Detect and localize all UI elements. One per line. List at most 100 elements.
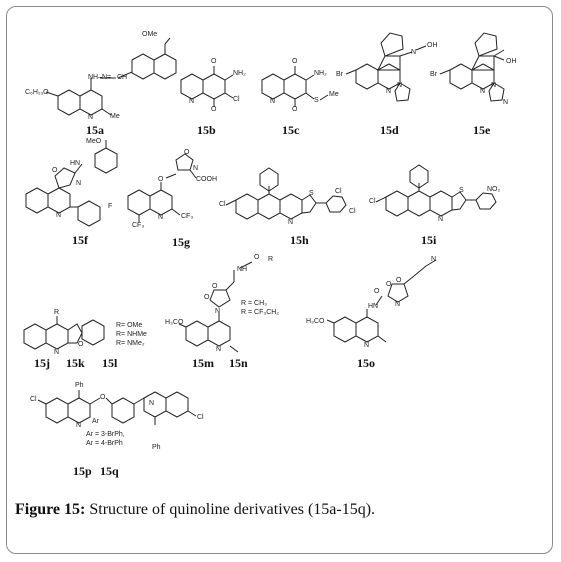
- ring: [235, 193, 259, 220]
- substituent-note-pq: Ar = 3-BrPh, Ar = 4-BrPh: [86, 431, 125, 449]
- atom-label: OH: [427, 42, 438, 49]
- structure-15e: [439, 32, 505, 102]
- ring: [301, 194, 317, 214]
- ring: [279, 193, 303, 220]
- caption-text: Structure of quinoline derivatives (15a-…: [85, 501, 376, 518]
- ring: [111, 397, 135, 424]
- figure-frame: [6, 6, 553, 554]
- atom-label: Cl: [197, 414, 204, 421]
- atom-label: Ar: [92, 418, 99, 425]
- atom-label: N: [56, 212, 62, 219]
- note-line: Ar = 3-BrPh,: [86, 431, 125, 438]
- atom-label: O: [386, 281, 392, 288]
- ring: [131, 53, 155, 80]
- atom-label: O: [211, 106, 217, 113]
- compound-label-15f: 15f: [72, 233, 88, 247]
- atom-label: Cl: [219, 201, 226, 208]
- ring: [283, 73, 307, 100]
- ring: [385, 190, 409, 217]
- atom-label: Br: [336, 71, 343, 78]
- substituent-note-mn: R = CH₃ R = CF₃CH₂: [241, 300, 279, 318]
- atom-label: Cl: [369, 198, 376, 205]
- structure-15i: [375, 164, 497, 217]
- structure-15b: [180, 66, 234, 107]
- atom-label: C₆H₁₃O: [25, 89, 49, 96]
- atom-label: O: [254, 254, 260, 261]
- atom-label: Me: [329, 91, 339, 98]
- atom-label: Ph: [152, 444, 161, 451]
- ring: [474, 32, 498, 57]
- ring: [261, 73, 285, 100]
- substituent-note-jkl: R= OMe R= NHMe R= NMe₂: [116, 322, 147, 348]
- ring: [149, 189, 173, 216]
- ring: [67, 397, 91, 424]
- compound-label-15q: 15q: [100, 464, 119, 478]
- atom-label: NH₂: [233, 70, 246, 77]
- atom-label: S: [459, 187, 464, 194]
- structure-15a: [45, 37, 177, 116]
- ring: [47, 187, 71, 214]
- compound-label-15g: 15g: [172, 235, 190, 249]
- atom-label: OMe: [142, 31, 158, 38]
- atom-label: R: [54, 309, 60, 316]
- atom-label: N: [480, 88, 486, 95]
- ring: [209, 289, 231, 308]
- structure-15mn: [178, 261, 253, 353]
- ring: [207, 320, 231, 347]
- atom-label: NH–N=: [88, 74, 112, 81]
- atom-label: Cl: [349, 208, 356, 215]
- ring: [175, 153, 194, 171]
- atom-label: N: [288, 219, 294, 226]
- figure-caption: Figure 15: Structure of quinoline deriva…: [15, 501, 375, 519]
- atom-label: O: [184, 149, 190, 156]
- ring: [475, 192, 497, 210]
- atom-label: N: [88, 114, 94, 121]
- atom-label: O: [396, 277, 402, 284]
- atom-label: O: [292, 106, 298, 113]
- atom-label: O: [52, 167, 58, 174]
- ring: [165, 391, 189, 418]
- atom-label: COOH: [196, 176, 217, 183]
- atom-label: OH: [506, 58, 517, 65]
- atom-label: Me: [110, 113, 120, 120]
- ring: [333, 316, 357, 343]
- compound-label-15d: 15d: [380, 123, 399, 137]
- atom-label: N: [397, 82, 403, 89]
- atom-label: HN: [368, 303, 379, 310]
- ring: [488, 82, 505, 102]
- atom-label: O: [211, 58, 217, 65]
- compound-label-15c: 15c: [282, 123, 300, 137]
- atom-label: S: [314, 97, 319, 104]
- atom-label: N: [503, 99, 509, 106]
- ring: [409, 164, 429, 189]
- atom-label: O: [158, 176, 164, 183]
- atom-label: N: [54, 349, 60, 356]
- atom-label: F: [108, 203, 113, 210]
- note-line: R= NHMe: [116, 330, 147, 338]
- compound-label-15b: 15b: [197, 123, 216, 137]
- atom-label: O: [100, 394, 106, 401]
- ring: [127, 189, 151, 216]
- caption-label: Figure 15:: [15, 501, 86, 518]
- atom-label: N: [438, 216, 444, 223]
- atom-label: O: [292, 58, 298, 65]
- atom-label: CF₃: [132, 222, 145, 229]
- structure-15f: [25, 140, 118, 227]
- atom-label: N: [76, 180, 82, 187]
- structure-15o: [326, 259, 437, 343]
- structure-15g: [127, 153, 197, 222]
- atom-label: O: [212, 283, 218, 290]
- atom-label: O: [204, 294, 210, 301]
- atom-label: MeO: [86, 138, 102, 145]
- ring: [81, 319, 105, 346]
- compound-label-15p: 15p: [73, 464, 92, 478]
- compound-label-15e: 15e: [473, 123, 491, 137]
- structure-15h: [225, 167, 347, 220]
- ring: [23, 323, 47, 350]
- note-line: Ar = 4-BrPh: [86, 439, 123, 447]
- atom-label: CH: [117, 74, 128, 81]
- atom-label: NH: [237, 266, 248, 273]
- ring: [259, 167, 279, 192]
- atom-label: Cl: [233, 96, 240, 103]
